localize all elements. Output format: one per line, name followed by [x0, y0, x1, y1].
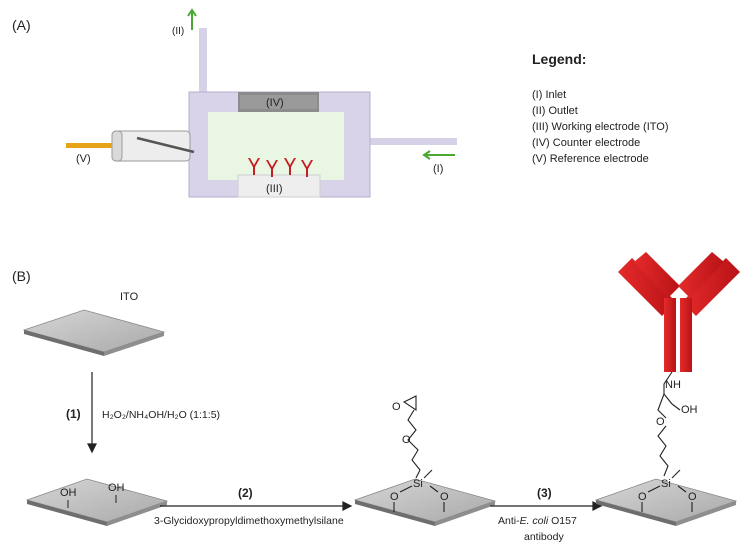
step2-reagent: 3-Glycidoxypropyldimethoxymethylsilane	[154, 515, 344, 527]
legend-item-counter-electrode: (IV) Counter electrode	[532, 137, 641, 149]
step3-reagent: Anti-E. coli O157	[498, 515, 577, 527]
legend-list: (I) Inlet (II) Outlet (III) Working elec…	[532, 87, 669, 167]
step3-reagent-line2: antibody	[524, 531, 564, 543]
ether-o-1: O	[402, 434, 411, 446]
si-o-right-1: O	[440, 491, 449, 503]
callout-reference: (V)	[76, 153, 91, 165]
linker-oh-label: OH	[681, 404, 698, 416]
step1-reagent: H₂O₂/NH₄OH/H₂O (1:1:5)	[102, 409, 220, 421]
si-label-1: Si	[413, 478, 423, 490]
callout-counter: (IV)	[266, 97, 284, 109]
step1-arrow	[87, 372, 97, 454]
ito-plate-1	[22, 309, 166, 356]
nh-label: NH	[665, 379, 681, 391]
antibodies-cell	[248, 158, 313, 177]
step3-reagent-prefix: Anti-	[498, 515, 520, 527]
outlet-flow-arrow	[187, 8, 197, 30]
legend-item-working-electrode: (III) Working electrode (ITO)	[532, 121, 669, 133]
step1-number: (1)	[66, 407, 81, 421]
hydroxylated-plate	[25, 478, 169, 526]
antibody-linker	[641, 371, 693, 512]
step3-reagent-italic: E. coli	[520, 515, 549, 527]
reference-electrode-wire	[136, 136, 195, 154]
si-o-right-2: O	[688, 491, 697, 503]
si-o-left-1: O	[390, 491, 399, 503]
si-o-left-2: O	[638, 491, 647, 503]
step3-arrow	[490, 501, 603, 511]
chamber	[208, 112, 344, 180]
step3-reagent-suffix: O157	[548, 515, 577, 527]
legend-item-inlet: (I) Inlet	[532, 89, 567, 101]
flow-cell-diagram: (II) (IV) (III) (V) (I)	[66, 8, 457, 198]
silane-linker	[393, 395, 445, 512]
si-label-2: Si	[661, 478, 671, 490]
callout-inlet: (I)	[433, 163, 443, 175]
epoxide-o: O	[392, 401, 401, 413]
panel-a-label: (A)	[12, 17, 31, 33]
legend-item-reference-electrode: (V) Reference electrode	[532, 153, 649, 165]
callout-outlet: (II)	[172, 26, 184, 37]
oh-label-2: OH	[108, 482, 125, 494]
counter-electrode-face	[240, 95, 317, 109]
legend-title: Legend:	[532, 51, 587, 67]
reference-electrode-cap	[111, 130, 123, 162]
step2-number: (2)	[238, 486, 253, 500]
panel-b-label: (B)	[12, 268, 31, 284]
outlet-tube	[199, 28, 207, 92]
reference-electrode-body	[111, 130, 191, 162]
step3-number: (3)	[537, 486, 552, 500]
legend-item-outlet: (II) Outlet	[532, 105, 578, 117]
callout-working: (III)	[266, 183, 283, 195]
ito-label: ITO	[120, 291, 139, 303]
reference-electrode-tip	[66, 143, 112, 148]
antibody-plate	[594, 478, 738, 526]
working-electrode	[237, 174, 321, 198]
silanized-plate	[353, 478, 497, 526]
antibody-icon	[618, 252, 740, 372]
inlet-flow-arrow	[422, 150, 455, 160]
ether-o-2: O	[656, 416, 665, 428]
oh-label-1: OH	[60, 487, 77, 499]
inlet-tube	[370, 138, 457, 145]
step2-arrow	[160, 501, 353, 511]
